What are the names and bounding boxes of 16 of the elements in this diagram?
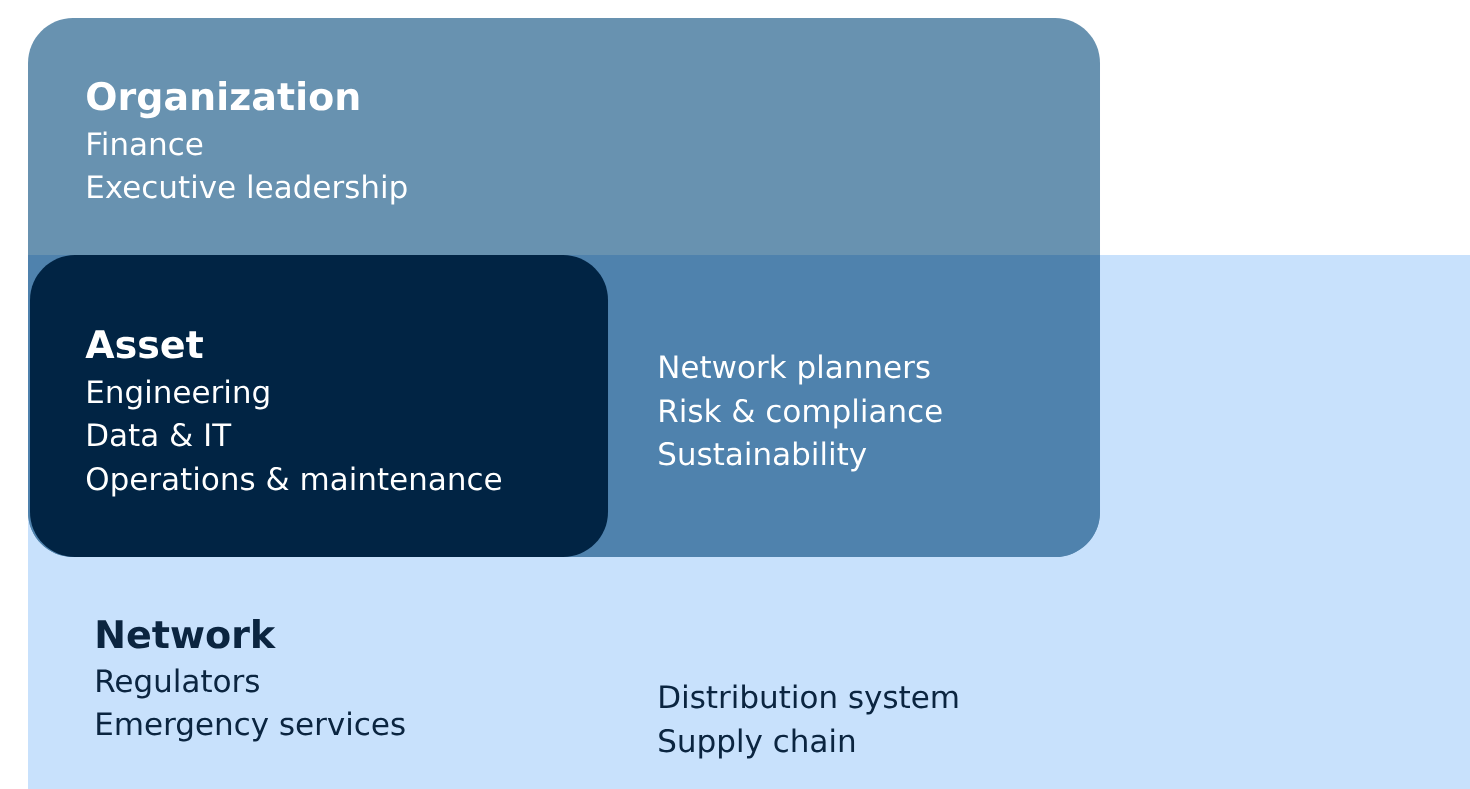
heading: Organization (87, 81, 359, 119)
list-item: Engineering (88, 379, 269, 410)
region-box (30, 255, 608, 557)
list-item: Supply chain (659, 728, 855, 759)
list-item: Operations & maintenance (86, 466, 501, 497)
list-item: Sustainability (659, 441, 867, 472)
list-item: Risk & compliance (660, 398, 942, 429)
list-item: Executive leadership (88, 174, 407, 205)
heading: Asset (85, 330, 203, 359)
heading: Network (97, 619, 276, 649)
list-item: Distribution system (660, 684, 958, 715)
list-item: Finance (88, 131, 203, 156)
list-item: Data & IT (88, 423, 232, 447)
list-item: Network planners (660, 354, 930, 385)
list-item: Regulators (97, 668, 259, 699)
list-item: Emergency services (97, 711, 405, 742)
